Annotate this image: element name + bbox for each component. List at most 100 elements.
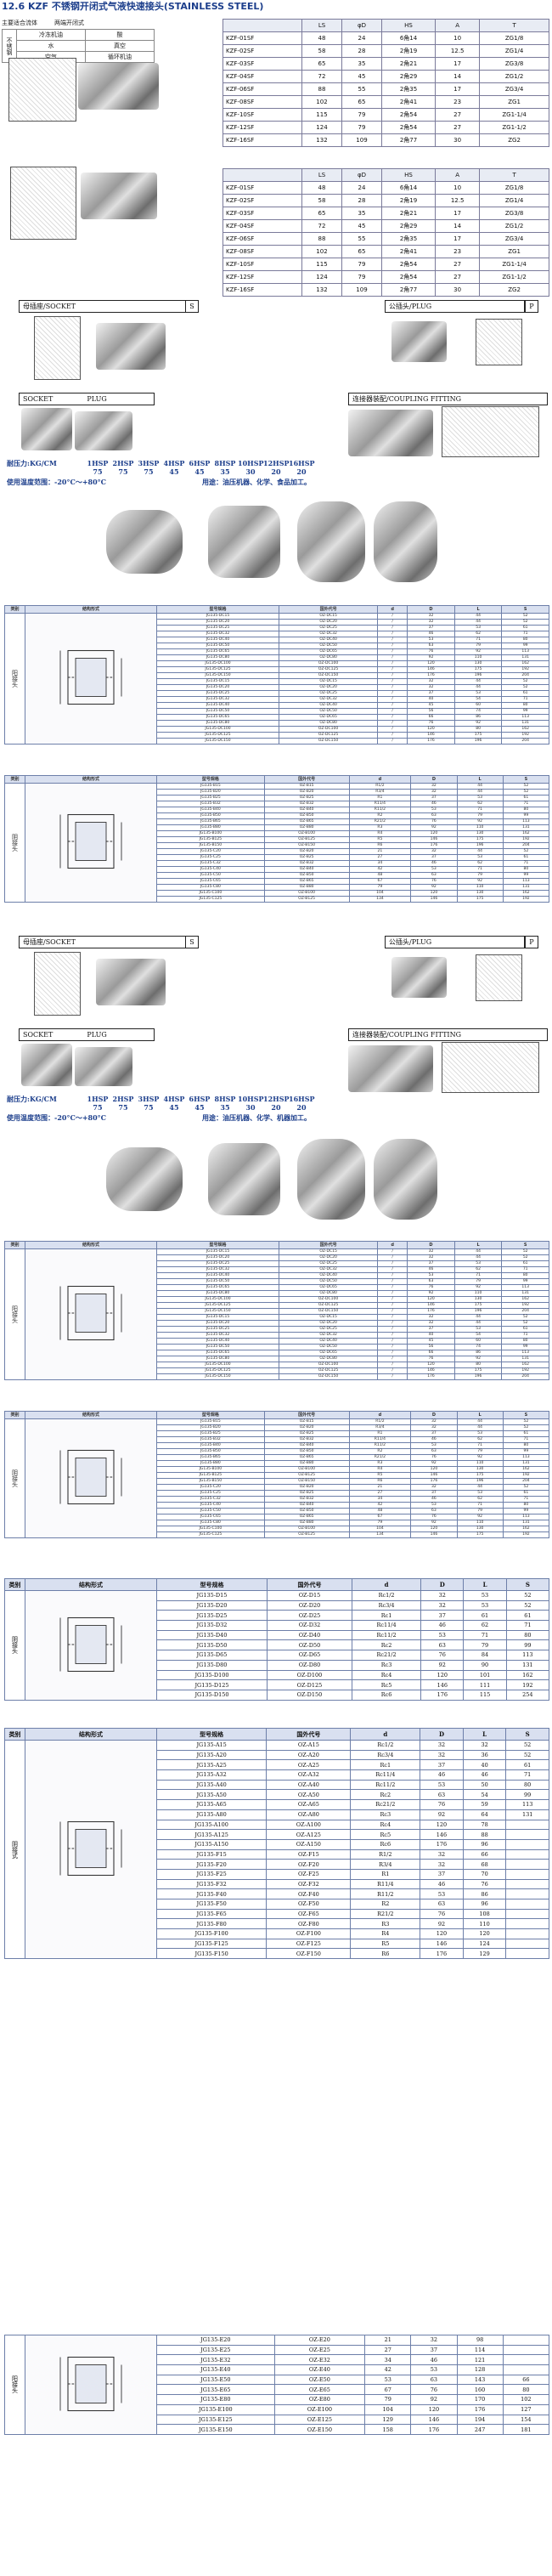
cam-cell: OZ-D15	[266, 1590, 352, 1601]
cam-header-cell: D	[407, 605, 455, 614]
cam-cell: 196	[453, 1308, 503, 1315]
cam-cell: 32	[462, 1740, 507, 1751]
socket-photo-3	[21, 408, 72, 450]
cam-cell: 113	[505, 1650, 550, 1661]
cam-cell: OZ-B25	[263, 854, 350, 861]
cam-cell: 32	[420, 1590, 465, 1601]
cam-cell: OZ-D100	[266, 1669, 352, 1681]
spec-cell: 72	[301, 70, 342, 83]
cam-cell: OZ-DC150	[279, 1308, 379, 1315]
cam-cell: /	[377, 732, 408, 739]
spec-cell: 2角41	[380, 95, 437, 109]
cam-cell: 76	[410, 878, 458, 885]
cam-cell: 176	[407, 738, 455, 744]
cam-cell: 52	[502, 1418, 550, 1425]
cam-cell: R1/2	[348, 1418, 412, 1425]
cam-cell: 52	[502, 789, 550, 795]
legend-cell: 循环机油	[85, 51, 155, 63]
cam-cell: /	[377, 1314, 408, 1321]
spec-cell: 109	[341, 133, 382, 147]
cam-cell: 74	[453, 1344, 503, 1350]
coupling-label: 连接器装配/COUPLING FITTING	[348, 393, 548, 405]
cam-cell: OZ-B32	[263, 1496, 350, 1503]
cam-cell: JG135-E20	[156, 2335, 275, 2346]
cam-category: 阳接头	[4, 613, 25, 744]
spec-cell: 65	[341, 95, 382, 109]
cam-cell: 40	[462, 1759, 507, 1771]
cam-cell: OZ-A50	[266, 1789, 352, 1801]
cam-cell: JG135-B32	[156, 1436, 265, 1443]
cam-cell: 32	[420, 1740, 464, 1751]
cam-cell: 66	[462, 1848, 507, 1860]
cam-cell: OZ-E20	[273, 2335, 366, 2346]
cam-cell: Rc11/2	[350, 1779, 421, 1791]
spec-cell: 28	[341, 44, 382, 58]
plug-p-label-b: P	[525, 936, 538, 948]
cam-cell: OZ-DC125	[279, 666, 379, 673]
cam-cell: 113	[501, 1350, 549, 1356]
cam-cell: 53	[410, 807, 458, 813]
cam-cell: R2	[350, 1899, 421, 1910]
cam-cell: JG135-DC15	[155, 678, 280, 685]
pressure-size: 8HSP	[214, 459, 236, 467]
cam-header-cell: 型号规格	[155, 605, 280, 614]
cam-cell: JG135-DC40	[155, 702, 280, 709]
cam-cell: JG135-A40	[155, 1779, 268, 1791]
cam-cell: 53	[453, 690, 503, 697]
cam-header-cell: 型号规格	[156, 775, 265, 784]
cam-cell: JG135-B80	[156, 824, 265, 831]
cam-cell: JG135-F65	[155, 1908, 268, 1920]
cam-cell: 52	[501, 1314, 549, 1321]
cam-cell: OZ-DC125	[279, 1302, 379, 1309]
spec-cell: KZF-12SF	[222, 270, 302, 284]
camlock-photo-4	[374, 501, 437, 582]
cam-cell: OZ-DC32	[279, 1332, 379, 1339]
cam-cell: 92	[453, 1356, 503, 1362]
cam-cell: 80	[502, 2384, 550, 2396]
cam-cell: JG135-A20	[155, 1749, 268, 1761]
cam-cell: 53	[410, 1502, 458, 1509]
cam-cell: OZ-DC20	[279, 1320, 379, 1327]
cam-cell: 120	[410, 1466, 458, 1473]
cam-cell: 37	[407, 1326, 455, 1333]
spec-cell: 102	[301, 245, 342, 258]
cam-cell	[505, 1899, 549, 1910]
pressure-size: 4HSP	[163, 1095, 185, 1103]
pressure-size: 6HSP	[189, 1095, 211, 1103]
cam-cell: OZ-B20	[263, 848, 350, 855]
cam-cell: OZ-DC80	[279, 654, 379, 661]
cam-cell: 32	[420, 1599, 465, 1611]
cam-cell: 52	[505, 1749, 549, 1761]
cam-cell: OZ-E40	[273, 2364, 366, 2375]
cam-cell: OZ-F50	[266, 1899, 352, 1910]
cam-cell: R6	[350, 1948, 421, 1960]
cam-cell: 92	[420, 1659, 465, 1671]
spec-cell: 12.5	[435, 194, 481, 207]
cam-cell: 175	[453, 732, 503, 739]
cam-cell: 27	[348, 854, 412, 861]
cam-cell	[505, 1908, 549, 1920]
cam-cell: 46	[407, 631, 455, 637]
cam-cell: OZ-B20	[263, 1424, 350, 1431]
pressure-size: 12HSP	[263, 1095, 290, 1103]
cam-cell: JG135-DC20	[155, 1320, 280, 1327]
coupling-photo	[348, 410, 433, 456]
cam-cell: OZ-DC15	[279, 1248, 379, 1255]
cam-cell: JG135-A80	[155, 1809, 268, 1820]
cam-cell: 62	[463, 1620, 507, 1631]
cam-cell: JG135-E50	[156, 2374, 275, 2386]
cam-cell: JG135-DC20	[155, 684, 280, 691]
cam-header-cell: 型号规格	[156, 1578, 268, 1591]
spec-cell: 35	[341, 57, 382, 71]
cam-cell: JG135-DC80	[155, 720, 280, 727]
cam-cell: JG135-C80	[156, 884, 265, 891]
cam-structure-drawing	[25, 1590, 157, 1701]
cam-cell: 120	[407, 1296, 455, 1303]
